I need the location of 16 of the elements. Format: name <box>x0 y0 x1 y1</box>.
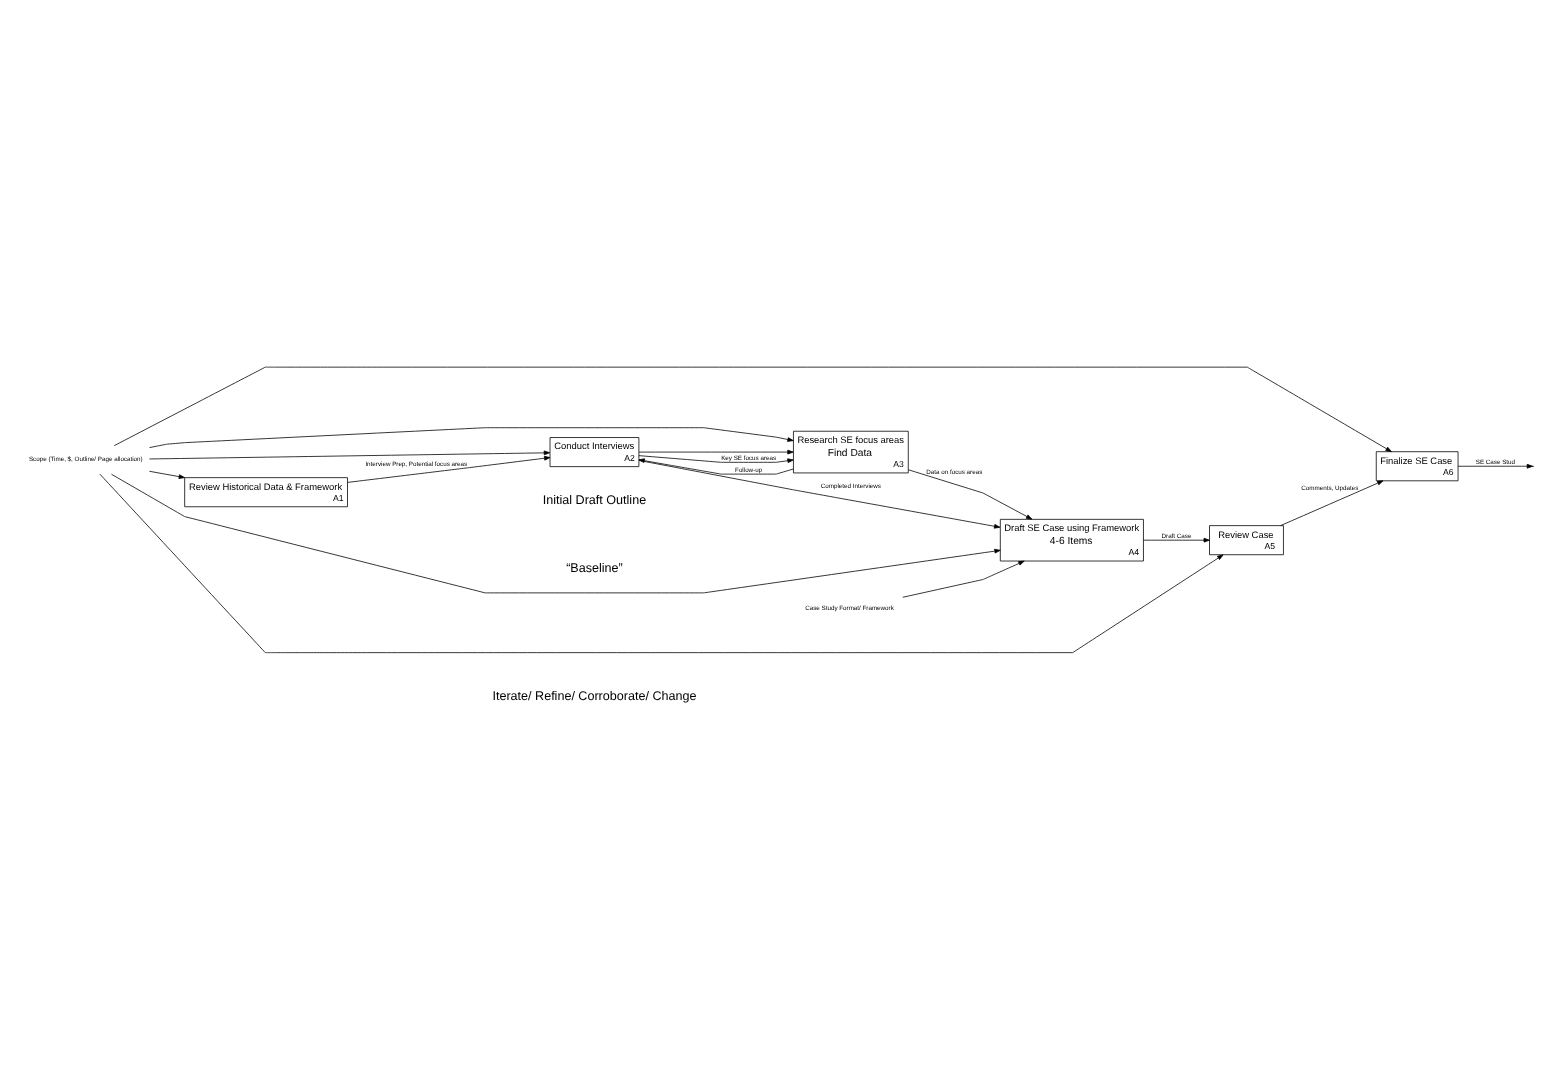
arrow <box>149 427 794 448</box>
arrow <box>1457 463 1534 469</box>
arrow <box>908 469 1033 520</box>
arrow <box>1143 537 1210 543</box>
arrow <box>111 473 1001 594</box>
arrow <box>638 458 794 475</box>
arrow <box>99 473 1224 654</box>
arrow <box>638 460 1001 529</box>
arrow <box>902 560 1025 598</box>
arrow <box>149 470 185 479</box>
arrow <box>113 366 1392 453</box>
arrow <box>347 455 551 483</box>
arrow <box>149 450 551 460</box>
arrow <box>638 455 794 463</box>
arrow <box>638 449 794 455</box>
arrow <box>1280 480 1384 526</box>
